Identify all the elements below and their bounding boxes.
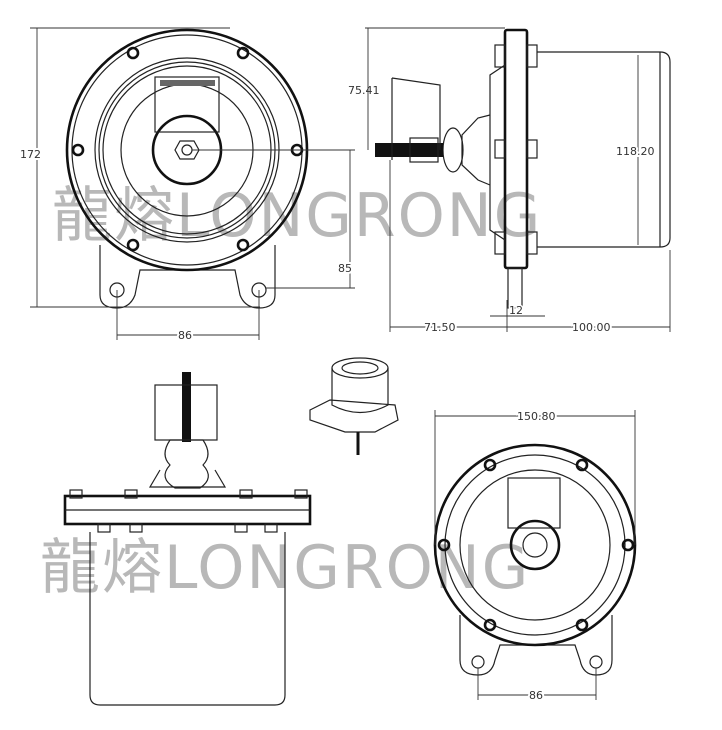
dim-center-to-hole: 85 (338, 262, 352, 275)
dim-hole-spacing: 86 (178, 329, 192, 342)
isometric-view (309, 357, 399, 455)
dim-stem-length: 71.50 (424, 321, 456, 334)
dim-bottom-hole-spacing: 86 (529, 689, 543, 702)
dim-bottom-diameter: 150.80 (517, 410, 556, 423)
bottom-view (433, 410, 637, 700)
elevation-view (63, 372, 312, 706)
dimension-labels: 172 85 86 75.41 118.20 71.50 12 100.00 1… (18, 84, 657, 704)
front-view (30, 27, 355, 340)
dim-flange-thickness: 12 (509, 304, 523, 317)
dim-body-diameter: 118.20 (616, 145, 655, 158)
dim-body-length: 100.00 (572, 321, 611, 334)
side-view (365, 27, 671, 332)
watermark-top: 龍熔LONGRONG (52, 181, 542, 251)
dim-height: 172 (20, 148, 41, 161)
dim-stem-height: 75.41 (348, 84, 380, 97)
